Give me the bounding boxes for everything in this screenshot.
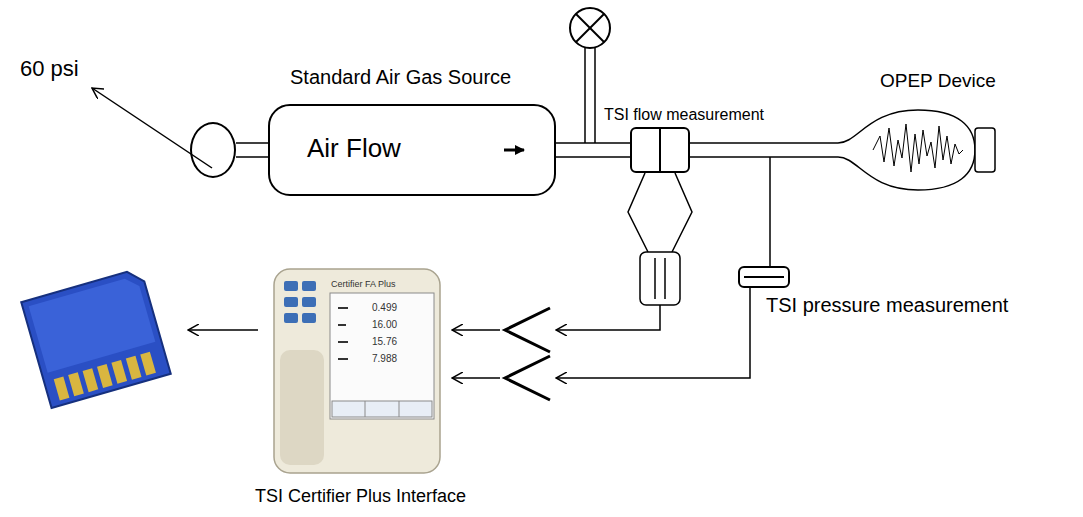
screen-value: 15.76	[372, 336, 397, 347]
gauge-label: 60 psi	[20, 56, 79, 81]
sensor-divider	[744, 276, 784, 278]
air-source-box: Standard Air Gas SourceAir Flow	[268, 104, 556, 196]
pressure-signal-wire	[556, 288, 750, 378]
flow-arrow	[504, 149, 524, 152]
flow-signal-wire	[556, 305, 660, 330]
device-heading: TSI Certifier Plus Interface	[255, 486, 466, 507]
pressure-gauge: 60 psi	[190, 122, 236, 178]
air-pipe	[690, 143, 828, 157]
screen-value: 0.499	[372, 302, 397, 313]
flow-sensor	[628, 173, 692, 305]
air-pipe	[556, 143, 630, 157]
flow-sensor-box: TSI flow measurement	[630, 127, 690, 173]
source-label: Air Flow	[307, 134, 401, 164]
signal-arrow	[452, 377, 500, 379]
screen-value: 7.988	[372, 353, 397, 364]
opep-device-outline	[828, 106, 998, 194]
gauge-needle	[92, 88, 212, 168]
sensor-divider	[659, 129, 661, 171]
source-heading: Standard Air Gas Source	[290, 66, 511, 89]
air-pipe	[236, 143, 268, 157]
flow-heading: TSI flow measurement	[604, 106, 764, 124]
opep-device: OPEP Device	[828, 106, 998, 194]
signal-arrow	[452, 329, 500, 331]
pressure-heading: TSI pressure measurement	[766, 294, 1008, 317]
pressure-sensor-box: TSI pressure measurement	[738, 266, 790, 288]
amplifier-symbol	[505, 356, 550, 400]
opep-heading: OPEP Device	[880, 70, 996, 92]
sd-card	[21, 268, 171, 408]
pressure-tap-line	[769, 157, 771, 266]
screen-value: 16.00	[372, 319, 397, 330]
storage-arrow	[188, 329, 258, 331]
amplifier-symbol	[505, 308, 550, 352]
device-brand: Certifier FA Plus	[331, 280, 396, 290]
